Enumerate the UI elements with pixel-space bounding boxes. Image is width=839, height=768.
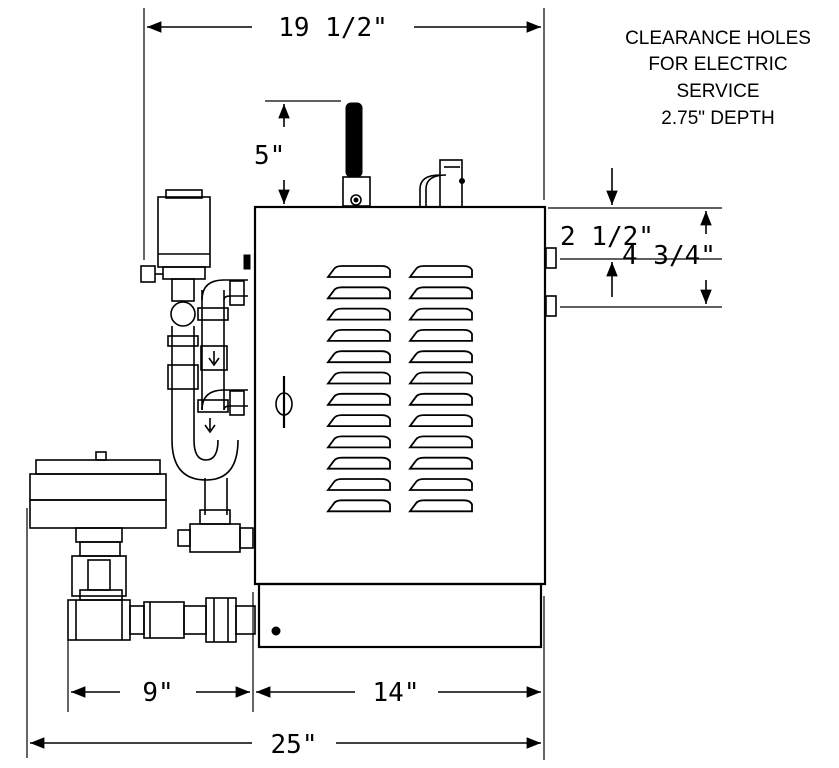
extension-lines (26, 8, 722, 760)
base-screw (271, 626, 281, 636)
hole-offset-dimension: 2 1/2" (560, 222, 654, 252)
supply-line (129, 597, 256, 643)
louver-grid (326, 265, 473, 513)
louver (326, 350, 391, 364)
note-line-1: CLEARANCE HOLES (625, 28, 811, 49)
louver (408, 265, 473, 278)
louver (408, 435, 473, 449)
louver (326, 392, 391, 406)
louver (326, 456, 391, 470)
dimension-lines (29, 21, 712, 749)
hole-span-dimension: 4 3/4" (622, 241, 716, 271)
louver (408, 350, 473, 364)
note-line-2: FOR ELECTRIC (648, 54, 787, 75)
note-line-4: 2.75" DEPTH (661, 108, 774, 129)
louver (408, 392, 473, 406)
door-latch (275, 376, 293, 428)
handle-height-dimension: 5" (254, 141, 285, 171)
louver (326, 499, 391, 513)
top-fitting (419, 159, 465, 208)
louver (408, 286, 473, 300)
louver (326, 329, 391, 342)
louver (408, 478, 473, 491)
louver (408, 329, 473, 342)
motorized-valve (29, 451, 167, 641)
louver (326, 265, 391, 278)
louver (408, 307, 473, 321)
louver (326, 371, 391, 385)
louver (408, 499, 473, 513)
louver (326, 478, 391, 491)
valve-width-dimension: 9" (142, 678, 173, 708)
louver (326, 435, 391, 449)
top-width-dimension: 19 1/2" (278, 13, 388, 43)
louver (326, 286, 391, 300)
note-line-3: SERVICE (676, 81, 759, 102)
louver (408, 371, 473, 385)
piping (167, 254, 254, 553)
louver (408, 456, 473, 470)
clearance-hole-lower (545, 295, 557, 317)
cabinet (253, 205, 547, 649)
clearance-hole-upper (545, 247, 557, 269)
clearance-holes (545, 247, 557, 317)
solenoid-valve (140, 189, 211, 327)
louver (326, 307, 391, 321)
overall-width-dimension: 25" (271, 730, 318, 760)
louver (326, 414, 391, 427)
louver (408, 414, 473, 427)
clearance-note: CLEARANCE HOLES FOR ELECTRIC SERVICE 2.7… (625, 28, 811, 129)
handle-grip (345, 102, 363, 178)
cabinet-width-dimension: 14" (373, 678, 420, 708)
top-handle (342, 102, 371, 207)
